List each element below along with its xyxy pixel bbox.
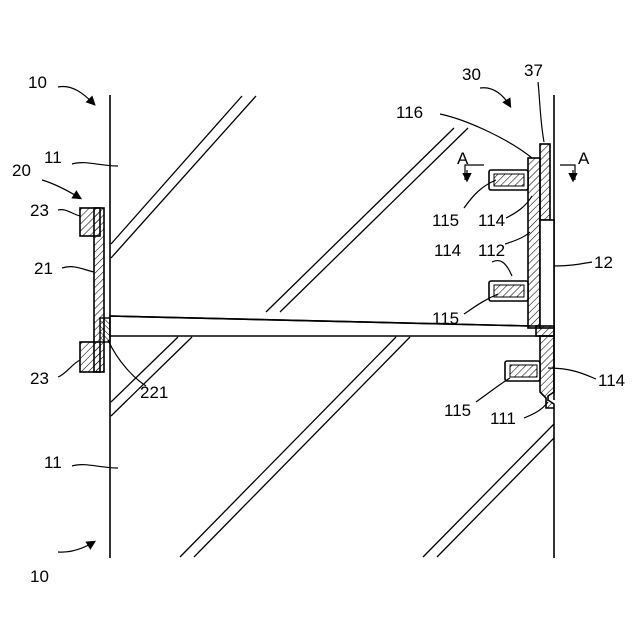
- anchor-lower: [505, 361, 540, 381]
- cross-beam: [110, 316, 554, 336]
- section-marker-right: [560, 165, 575, 180]
- label-111: 111: [490, 409, 516, 428]
- label-20: 20: [12, 161, 31, 180]
- label-115-middle: 115: [432, 309, 459, 328]
- label-23-top: 23: [30, 201, 49, 220]
- anchor-middle: [489, 281, 528, 301]
- left-weld: [100, 318, 110, 342]
- label-11-top: 11: [44, 148, 62, 167]
- label-11-bottom: 11: [44, 453, 62, 472]
- right-plate-inner: [528, 158, 540, 328]
- left-bracket: [80, 208, 110, 372]
- label-115-upper: 115: [432, 211, 459, 230]
- label-section-a-left: A: [457, 149, 469, 168]
- label-10-top: 10: [28, 73, 47, 92]
- label-112: 112: [478, 241, 505, 260]
- right-flange-upper: [540, 144, 550, 220]
- right-beam-end: [536, 326, 554, 336]
- label-21: 21: [34, 259, 53, 278]
- label-30: 30: [462, 65, 481, 84]
- label-114-upper: 114: [478, 211, 505, 230]
- left-block-bottom: [80, 342, 100, 372]
- label-12: 12: [594, 253, 613, 272]
- label-116: 116: [396, 103, 423, 122]
- right-lower-lip: [540, 336, 554, 408]
- label-114-middle: 114: [434, 241, 461, 260]
- label-221: 221: [140, 383, 168, 402]
- label-114-lower: 114: [598, 371, 625, 390]
- label-37: 37: [524, 61, 543, 80]
- label-115-lower: 115: [444, 401, 471, 420]
- left-block-top: [80, 208, 100, 236]
- right-plate-outer: [540, 220, 554, 328]
- label-section-a-right: A: [578, 149, 590, 168]
- label-23-bottom: 23: [30, 369, 49, 388]
- label-10-bottom: 10: [30, 567, 49, 586]
